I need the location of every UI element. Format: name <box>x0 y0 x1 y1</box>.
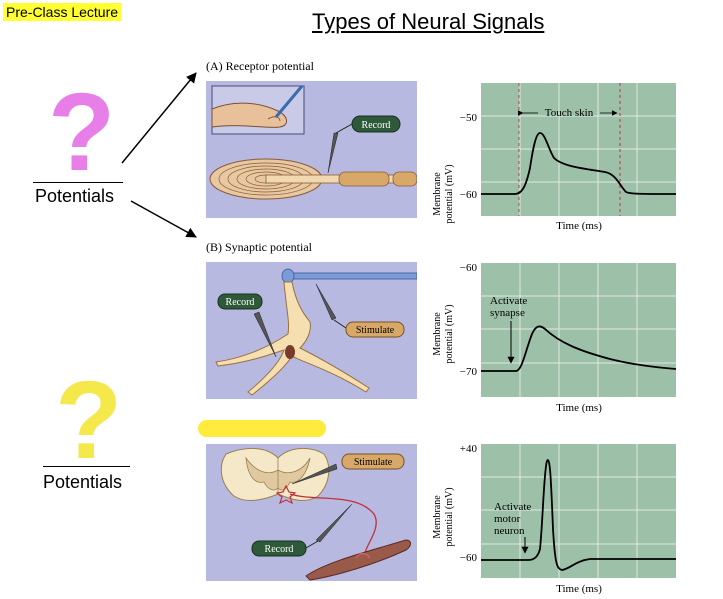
ylabel-b-line1: Membrane <box>432 312 443 356</box>
ylabel-c-line1: Membrane <box>432 495 443 539</box>
receptor-illustration: Record <box>206 81 418 218</box>
arrow-to-synaptic <box>130 200 197 238</box>
record-label-a: Record <box>362 120 391 131</box>
bottom-divider-line <box>43 466 130 467</box>
graph-motor: Membrane potential (mV) Activate motor n… <box>432 443 676 595</box>
potentials-label-top: Potentials <box>35 186 115 206</box>
ylabel-a-line2: potential (mV) <box>444 164 455 223</box>
graph-receptor: Membrane potential (mV) Touch skin −50 −… <box>432 83 677 232</box>
trace-a <box>481 132 677 195</box>
motor-illustration: Stimulate Record <box>206 444 417 581</box>
stimulate-label-b: Stimulate <box>356 325 395 336</box>
annotation-touch-skin: Touch skin <box>545 107 594 119</box>
synaptic-drawing: Record Stimulate <box>215 268 418 396</box>
annotation-c-line3: neuron <box>494 525 525 537</box>
annotation-c-line1: Activate <box>494 501 531 513</box>
ylabel-a-line1: Membrane <box>432 172 443 216</box>
potentials-label-bottom: Potentials <box>43 472 123 492</box>
pink-question-mark: ? <box>48 71 116 194</box>
annotation-b-line1: Activate <box>490 295 527 307</box>
pre-class-tag: Pre-Class Lecture <box>3 3 122 21</box>
gridlines-c <box>481 444 676 578</box>
xlabel-a: Time (ms) <box>556 220 602 232</box>
tick-b-bottom: −70 <box>460 366 478 378</box>
panel-a-label: (A) Receptor potential <box>206 59 314 73</box>
yellow-question-mark: ? <box>55 359 123 482</box>
record-label-c: Record <box>265 544 294 555</box>
graph-synaptic: Membrane potential (mV) Activate synapse… <box>432 262 677 414</box>
trace-c <box>481 459 676 571</box>
xlabel-b: Time (ms) <box>556 402 602 414</box>
annotation-b-line2: synapse <box>490 307 525 319</box>
tick-c-top: +40 <box>460 443 478 455</box>
ylabel-b-line2: potential (mV) <box>444 304 455 363</box>
record-label-b: Record <box>226 297 255 308</box>
top-divider-line <box>33 182 123 183</box>
plot-area-c <box>481 444 676 578</box>
synaptic-illustration: Record Stimulate <box>206 262 418 399</box>
plot-area-b <box>481 263 676 397</box>
stimulate-label-c: Stimulate <box>354 457 393 468</box>
motor-drawing: Stimulate Record <box>220 448 411 581</box>
xlabel-c: Time (ms) <box>556 583 602 595</box>
tick-c-bottom: −60 <box>460 552 478 564</box>
page-title: Types of Neural Signals <box>312 9 545 34</box>
receptor-drawing: Record <box>209 85 418 200</box>
tick-a-bottom: −60 <box>460 189 478 201</box>
yellow-highlight <box>198 420 326 437</box>
arrow-to-receptor <box>121 72 197 164</box>
ylabel-c-line2: potential (mV) <box>444 487 455 546</box>
tick-b-top: −60 <box>460 262 478 274</box>
annotation-c-line2: motor <box>494 513 521 525</box>
trace-b <box>481 325 677 372</box>
tick-a-top: −50 <box>460 112 478 124</box>
panel-b-label: (B) Synaptic potential <box>206 240 312 254</box>
